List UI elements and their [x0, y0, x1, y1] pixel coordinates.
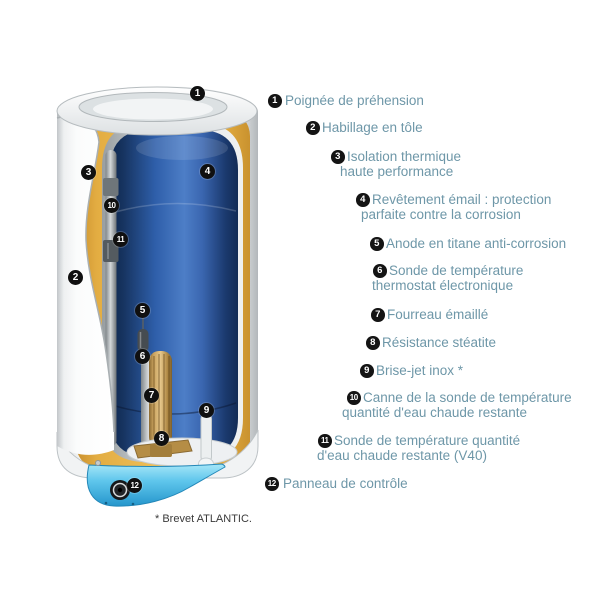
- diagram-badge-12: 12: [127, 478, 142, 493]
- legend-text-10-line1: Canne de la sonde de température: [363, 390, 572, 405]
- diagram-badge-2: 2: [68, 270, 83, 285]
- panel-knob-dot: [117, 487, 123, 493]
- legend-badge-12: 12: [265, 477, 279, 491]
- panel-mark-left: [104, 501, 108, 505]
- diagram-badge-5: 5: [135, 303, 150, 318]
- legend-badge-4: 4: [356, 193, 370, 207]
- legend-badge-7: 7: [371, 308, 385, 322]
- heating-element: [149, 351, 172, 447]
- anode: [137, 329, 149, 352]
- diagram-badge-3: 3: [81, 165, 96, 180]
- diagram-badge-10: 10: [104, 198, 119, 213]
- tank-highlight: [136, 136, 228, 160]
- diagram-badge-11: 11: [113, 232, 128, 247]
- legend-badge-6: 6: [373, 264, 387, 278]
- tank-top-seam: [111, 202, 237, 214]
- legend-text-10-line2: quantité d'eau chaude restante: [342, 405, 527, 420]
- control-panel: [86, 463, 226, 507]
- legend-text-3-line2: haute performance: [340, 164, 454, 179]
- diagram-badge-6: 6: [135, 349, 150, 364]
- legend-badge-8: 8: [366, 336, 380, 350]
- legend-text-11-line1: Sonde de température quantité: [334, 433, 521, 448]
- legend-text-4-line1: Revêtement émail : protection: [372, 192, 552, 207]
- legend-text-2: Habillage en tôle: [322, 120, 423, 135]
- panel-mark-right: [131, 502, 135, 506]
- legend-text-3-line1: Isolation thermique: [347, 149, 462, 164]
- diagram-badge-8: 8: [154, 431, 169, 446]
- legend-badge-1: 1: [268, 94, 282, 108]
- legend-text-1: Poignée de préhension: [285, 93, 424, 108]
- legend-badge-2: 2: [306, 121, 320, 135]
- v40-probe: [103, 240, 119, 262]
- tank-bottom-seam: [111, 402, 237, 415]
- diagram-badge-7: 7: [144, 388, 159, 403]
- legend-badge-11: 11: [318, 434, 332, 448]
- legend-badge-3: 3: [331, 150, 345, 164]
- legend-text-6-line1: Sonde de température: [389, 263, 524, 278]
- legend-text-7: Fourreau émaillé: [387, 307, 489, 322]
- legend-text-8: Résistance stéatite: [382, 335, 497, 350]
- shell-screw: [95, 460, 101, 466]
- shell-front-cut: [57, 116, 114, 455]
- legend-badge-10: 10: [347, 391, 361, 405]
- legend-text-9: Brise-jet inox *: [376, 363, 464, 378]
- diagram-badge-1: 1: [190, 86, 205, 101]
- cane-connector: [103, 178, 119, 196]
- legend-text-11-line2: d'eau chaude restante (V40): [317, 448, 487, 463]
- legend-badge-5: 5: [370, 237, 384, 251]
- footnote: * Brevet ATLANTIC.: [155, 513, 252, 525]
- grip-recess-inner: [93, 98, 213, 120]
- diagram-badge-4: 4: [200, 164, 215, 179]
- legend-text-12: Panneau de contrôle: [283, 476, 408, 491]
- diagram-badge-9: 9: [199, 403, 214, 418]
- jet-breaker: [200, 413, 212, 463]
- legend-text-6-line2: thermostat électronique: [372, 278, 514, 293]
- legend-text-4-line2: parfaite contre la corrosion: [361, 207, 521, 222]
- legend-badge-9: 9: [360, 364, 374, 378]
- element-mount: [150, 444, 172, 457]
- legend-text-5: Anode en titane anti-corrosion: [386, 236, 567, 251]
